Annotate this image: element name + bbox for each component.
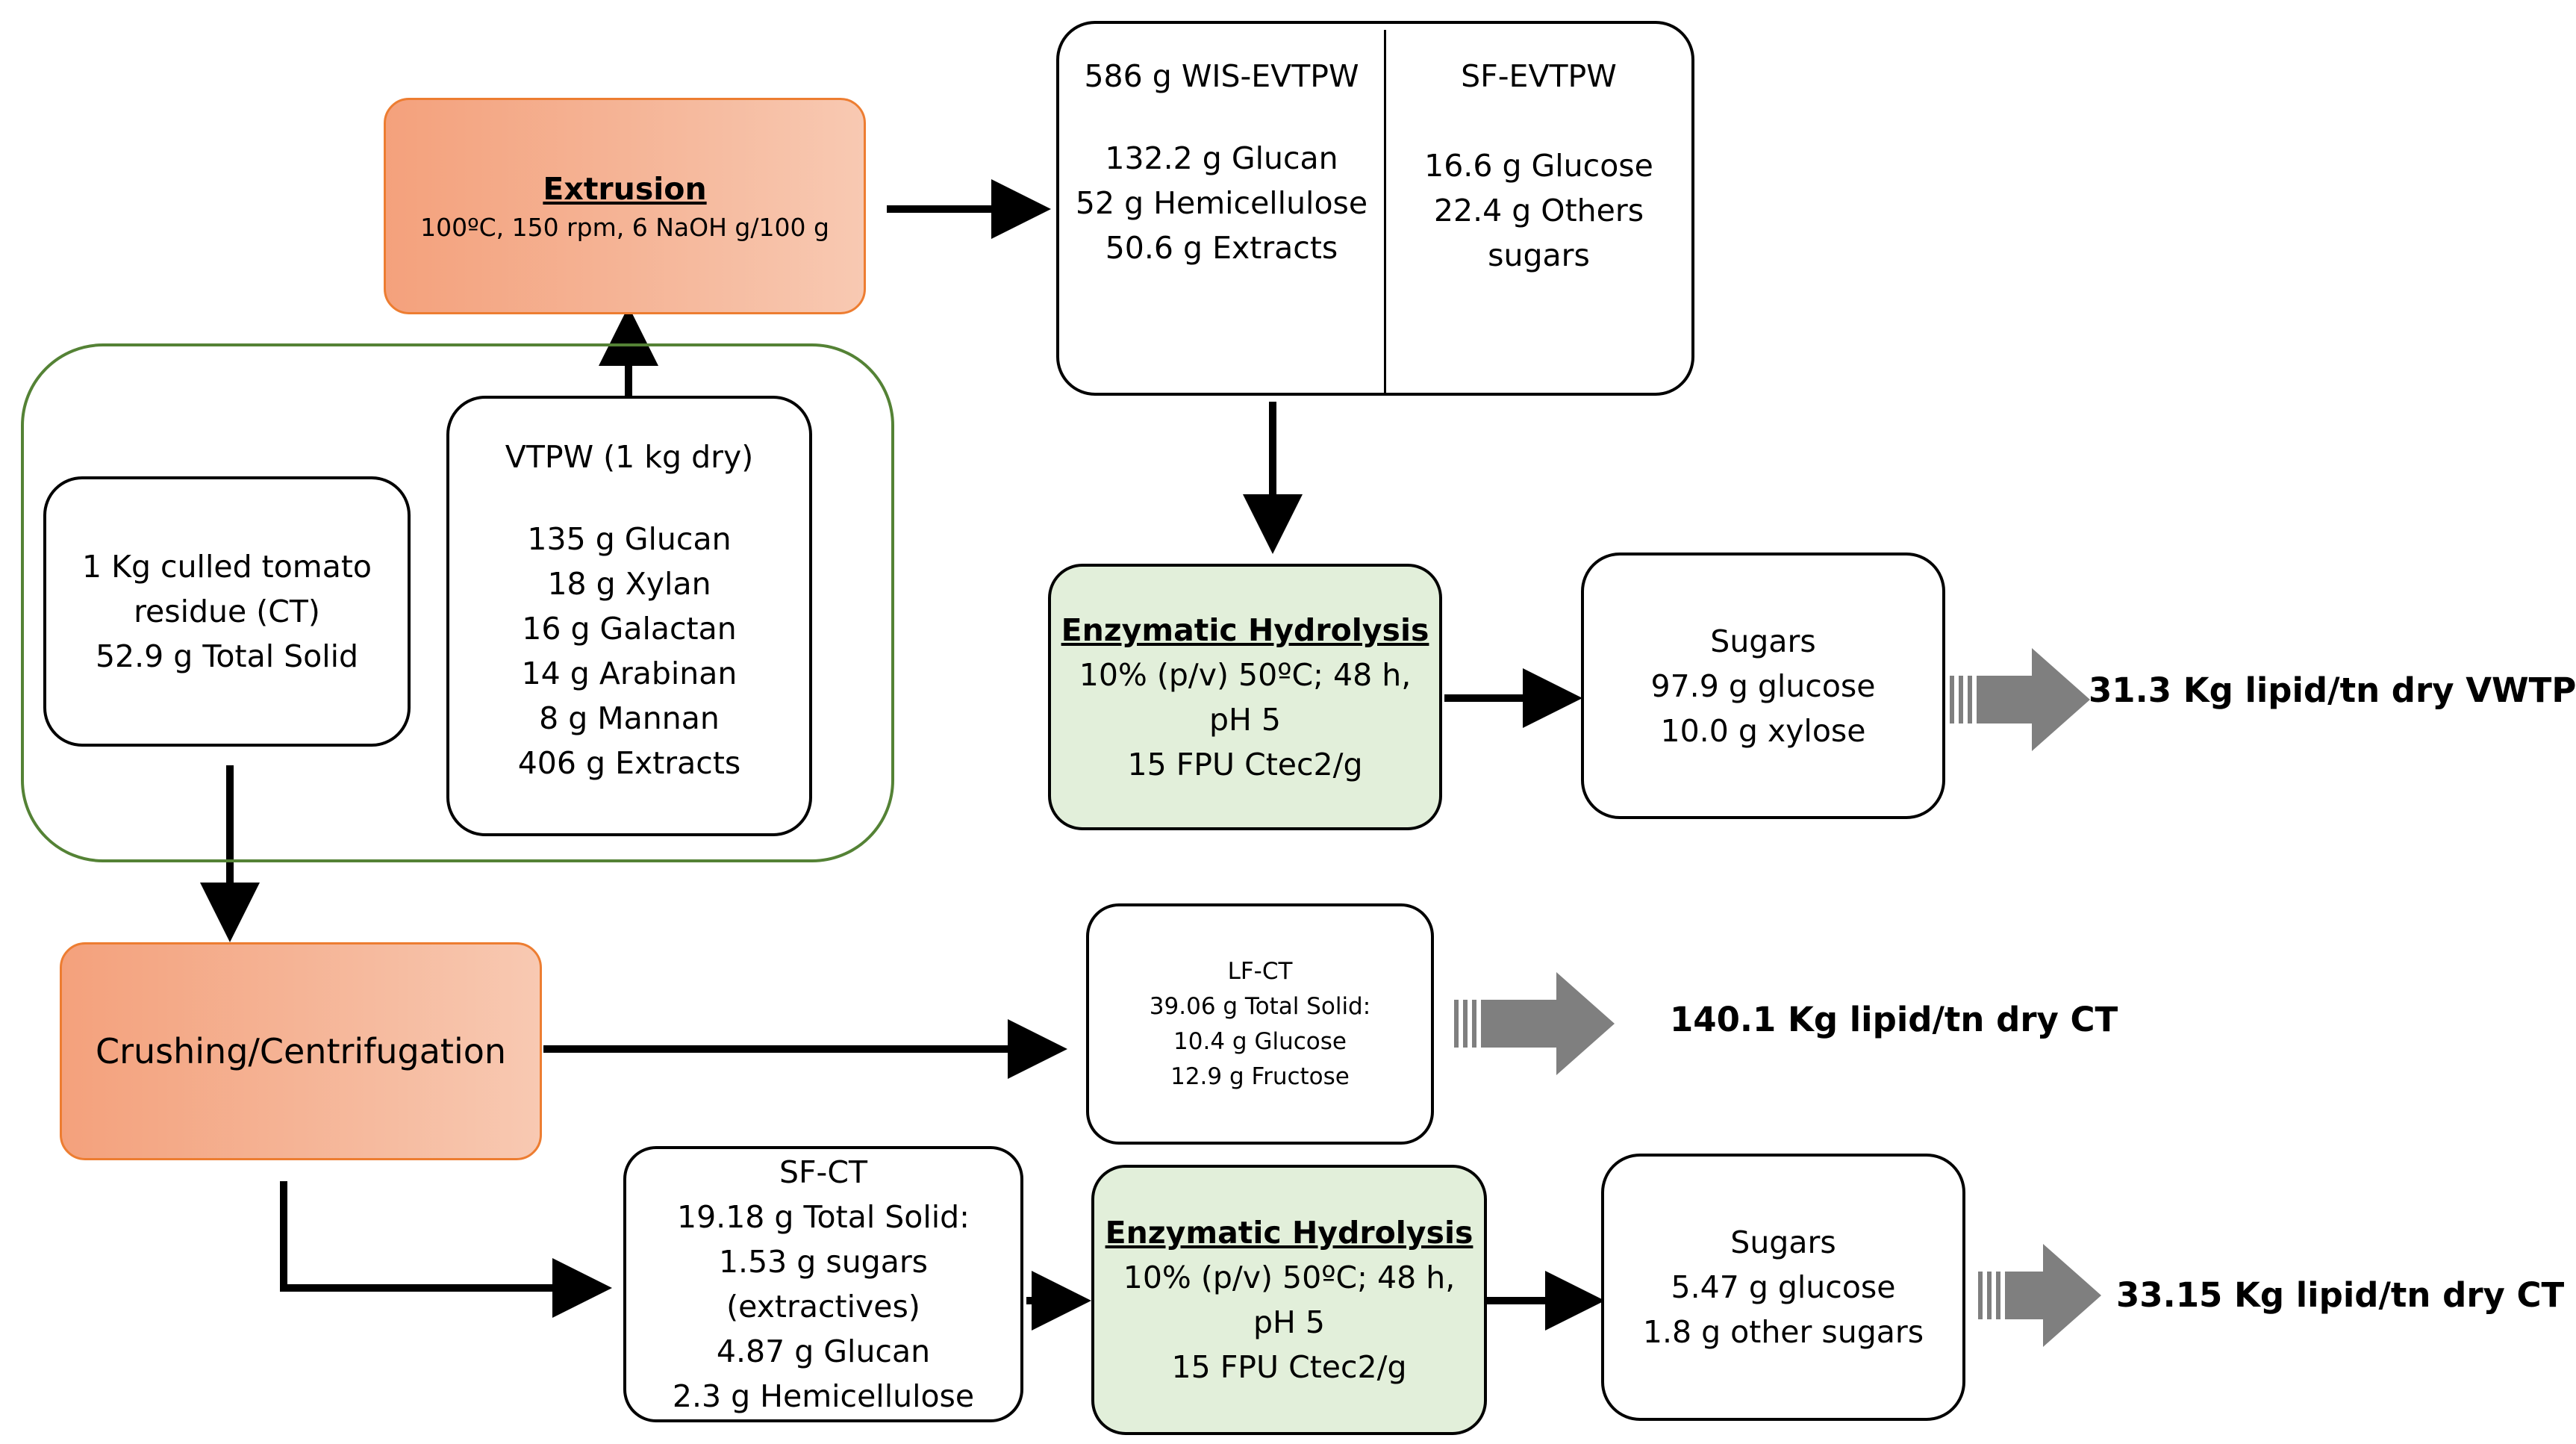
- enzymatic-bottom-line: 10% (p/v) 50ºC; 48 h,: [1123, 1260, 1456, 1295]
- ct-line: 52.9 g Total Solid: [95, 638, 359, 674]
- enzymatic-bottom-line: pH 5: [1253, 1304, 1325, 1340]
- lf-ct-box: LF-CT 39.06 g Total Solid: 10.4 g Glucos…: [1086, 903, 1434, 1145]
- vtpw-line: 18 g Xylan: [547, 566, 711, 602]
- culled-tomato-box: 1 Kg culled tomato residue (CT) 52.9 g T…: [43, 476, 411, 747]
- lfct-line: 12.9 g Fructose: [1170, 1062, 1350, 1090]
- sf-line: 16.6 g Glucose: [1424, 148, 1653, 184]
- extrusion-process-box: Extrusion 100ºC, 150 rpm, 6 NaOH g/100 g: [384, 98, 866, 314]
- ct-line: residue (CT): [134, 594, 320, 629]
- enzymatic-top-line: pH 5: [1209, 701, 1281, 738]
- sugars-bottom-line: 1.8 g other sugars: [1642, 1314, 1924, 1350]
- sfct-line: (extractives): [726, 1289, 920, 1325]
- extrusion-title: Extrusion: [543, 170, 707, 207]
- arrow-crushing-to-sfct: [280, 1181, 612, 1318]
- wis-sf-divider: [1384, 30, 1386, 396]
- enzymatic-top-title: Enzymatic Hydrolysis: [1061, 611, 1429, 648]
- result-top: 31.3 Kg lipid/tn dry VWTP: [2089, 670, 2576, 710]
- sfct-line: 1.53 g sugars: [718, 1244, 929, 1280]
- feedstock-group: [21, 343, 894, 862]
- crushing-centrifugation-box: Crushing/Centrifugation: [60, 942, 542, 1160]
- vtpw-line: 406 g Extracts: [517, 745, 741, 781]
- vtpw-line: 14 g Arabinan: [521, 656, 737, 691]
- extrusion-conditions: 100ºC, 150 rpm, 6 NaOH g/100 g: [420, 212, 829, 242]
- sfct-line: 19.18 g Total Solid:: [677, 1199, 970, 1235]
- sf-line: 22.4 g Others: [1433, 193, 1644, 228]
- wis-line: 132.2 g Glucan: [1105, 140, 1338, 176]
- wis-evtpw-column: 586 g WIS-EVTPW 132.2 g Glucan 52 g Hemi…: [1059, 24, 1384, 393]
- sf-evtpw-column: SF-EVTPW 16.6 g Glucose 22.4 g Others su…: [1386, 24, 1691, 393]
- enzymatic-top-line: 10% (p/v) 50ºC; 48 h,: [1079, 656, 1412, 693]
- wis-line: 52 g Hemicellulose: [1075, 185, 1368, 221]
- vtpw-header: VTPW (1 kg dry): [505, 439, 754, 475]
- sfct-line: 4.87 g Glucan: [716, 1333, 931, 1369]
- sugars-top-line: Sugars: [1710, 623, 1816, 659]
- sugars-top-line: 10.0 g xylose: [1660, 712, 1866, 749]
- enzymatic-bottom-title: Enzymatic Hydrolysis: [1105, 1215, 1473, 1251]
- sf-ct-box: SF-CT 19.18 g Total Solid: 1.53 g sugars…: [623, 1146, 1023, 1422]
- enzymatic-top-line: 15 FPU Ctec2/g: [1127, 746, 1363, 782]
- crushing-title: Crushing/Centrifugation: [95, 1031, 507, 1071]
- wis-header: 586 g WIS-EVTPW: [1084, 58, 1359, 94]
- sugars-top-line: 97.9 g glucose: [1650, 667, 1876, 704]
- sfct-line: SF-CT: [779, 1154, 868, 1190]
- sfct-line: 2.3 g Hemicellulose: [672, 1378, 975, 1414]
- lfct-line: 10.4 g Glucose: [1173, 1027, 1347, 1055]
- vtpw-line: 135 g Glucan: [527, 521, 732, 557]
- sugars-bottom-line: Sugars: [1730, 1224, 1836, 1260]
- enzymatic-hydrolysis-bottom-box: Enzymatic Hydrolysis 10% (p/v) 50ºC; 48 …: [1091, 1165, 1487, 1435]
- lfct-line: LF-CT: [1227, 957, 1293, 985]
- sf-line: sugars: [1488, 237, 1590, 273]
- sugars-bottom-line: 5.47 g glucose: [1671, 1269, 1896, 1305]
- wis-line: 50.6 g Extracts: [1105, 230, 1338, 266]
- sf-header: SF-EVTPW: [1461, 58, 1617, 94]
- vtpw-line: 16 g Galactan: [522, 611, 737, 647]
- big-arrow-top: [1950, 648, 2090, 751]
- vtpw-box: VTPW (1 kg dry) 135 g Glucan 18 g Xylan …: [446, 396, 812, 836]
- sugars-top-box: Sugars 97.9 g glucose 10.0 g xylose: [1581, 553, 1945, 819]
- lfct-line: 39.06 g Total Solid:: [1149, 992, 1371, 1020]
- result-bottom: 33.15 Kg lipid/tn dry CT: [2116, 1275, 2565, 1315]
- big-arrow-middle: [1454, 972, 1615, 1075]
- vtpw-line: 8 g Mannan: [539, 700, 720, 736]
- sugars-bottom-box: Sugars 5.47 g glucose 1.8 g other sugars: [1601, 1154, 1965, 1421]
- big-arrow-bottom: [1978, 1244, 2101, 1347]
- ct-line: 1 Kg culled tomato: [81, 549, 372, 585]
- enzymatic-hydrolysis-top-box: Enzymatic Hydrolysis 10% (p/v) 50ºC; 48 …: [1048, 564, 1442, 830]
- enzymatic-bottom-line: 15 FPU Ctec2/g: [1171, 1349, 1407, 1385]
- result-middle: 140.1 Kg lipid/tn dry CT: [1670, 1000, 2118, 1039]
- wis-sf-evtpw-box: 586 g WIS-EVTPW 132.2 g Glucan 52 g Hemi…: [1056, 21, 1694, 396]
